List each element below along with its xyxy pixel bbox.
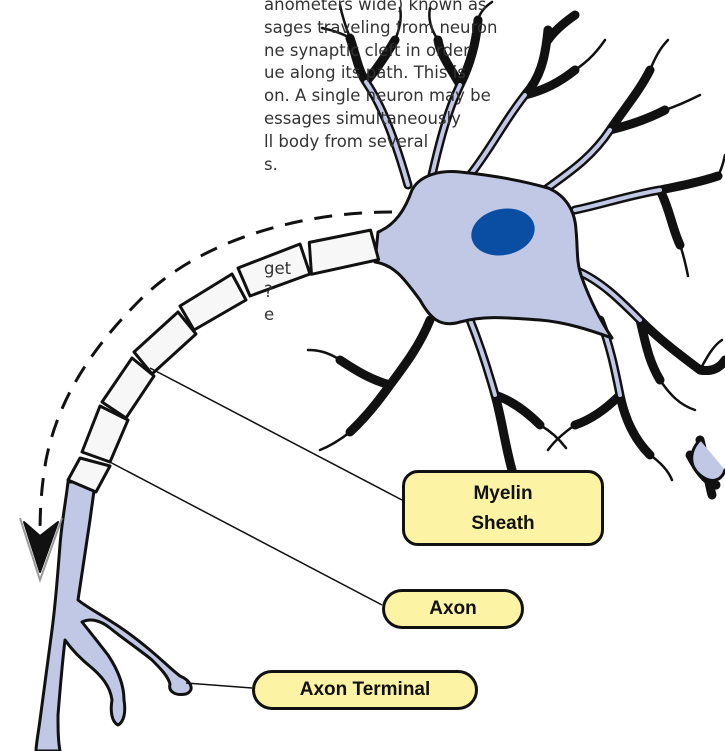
axon-label-text: Axon — [429, 598, 477, 619]
paragraph-line: ll body from several — [264, 131, 497, 154]
leader-lines — [106, 368, 402, 688]
paragraph-line: anometers wide) known as — [264, 0, 497, 17]
paragraph-line: s. — [264, 154, 497, 177]
paragraph-line: ue along its path. This is — [264, 62, 497, 85]
fragment-line: ? — [264, 281, 291, 304]
paragraph-line: ne synaptic cleft in order — [264, 40, 497, 63]
question-fragment: get ? e — [264, 258, 291, 326]
paragraph-line: sages traveling from neuron — [264, 17, 497, 40]
axon-terminal-label-text: Axon Terminal — [300, 679, 431, 700]
fragment-line: e — [264, 304, 291, 327]
axon-label: Axon — [382, 589, 524, 629]
myelin-sheath-label: Myelin Sheath — [402, 470, 604, 546]
myelin-label-line1: Myelin — [405, 479, 601, 509]
paragraph-line: on. A single neuron may be — [264, 85, 497, 108]
myelin-sheath — [68, 230, 379, 492]
axon-terminal-label: Axon Terminal — [252, 670, 478, 710]
axon-trunk — [36, 482, 191, 751]
paragraph-line: essages simultaneously — [264, 108, 497, 131]
body-paragraph: anometers wide) known as sages traveling… — [264, 0, 497, 176]
fragment-line: get — [264, 258, 291, 281]
myelin-label-line2: Sheath — [405, 509, 601, 539]
